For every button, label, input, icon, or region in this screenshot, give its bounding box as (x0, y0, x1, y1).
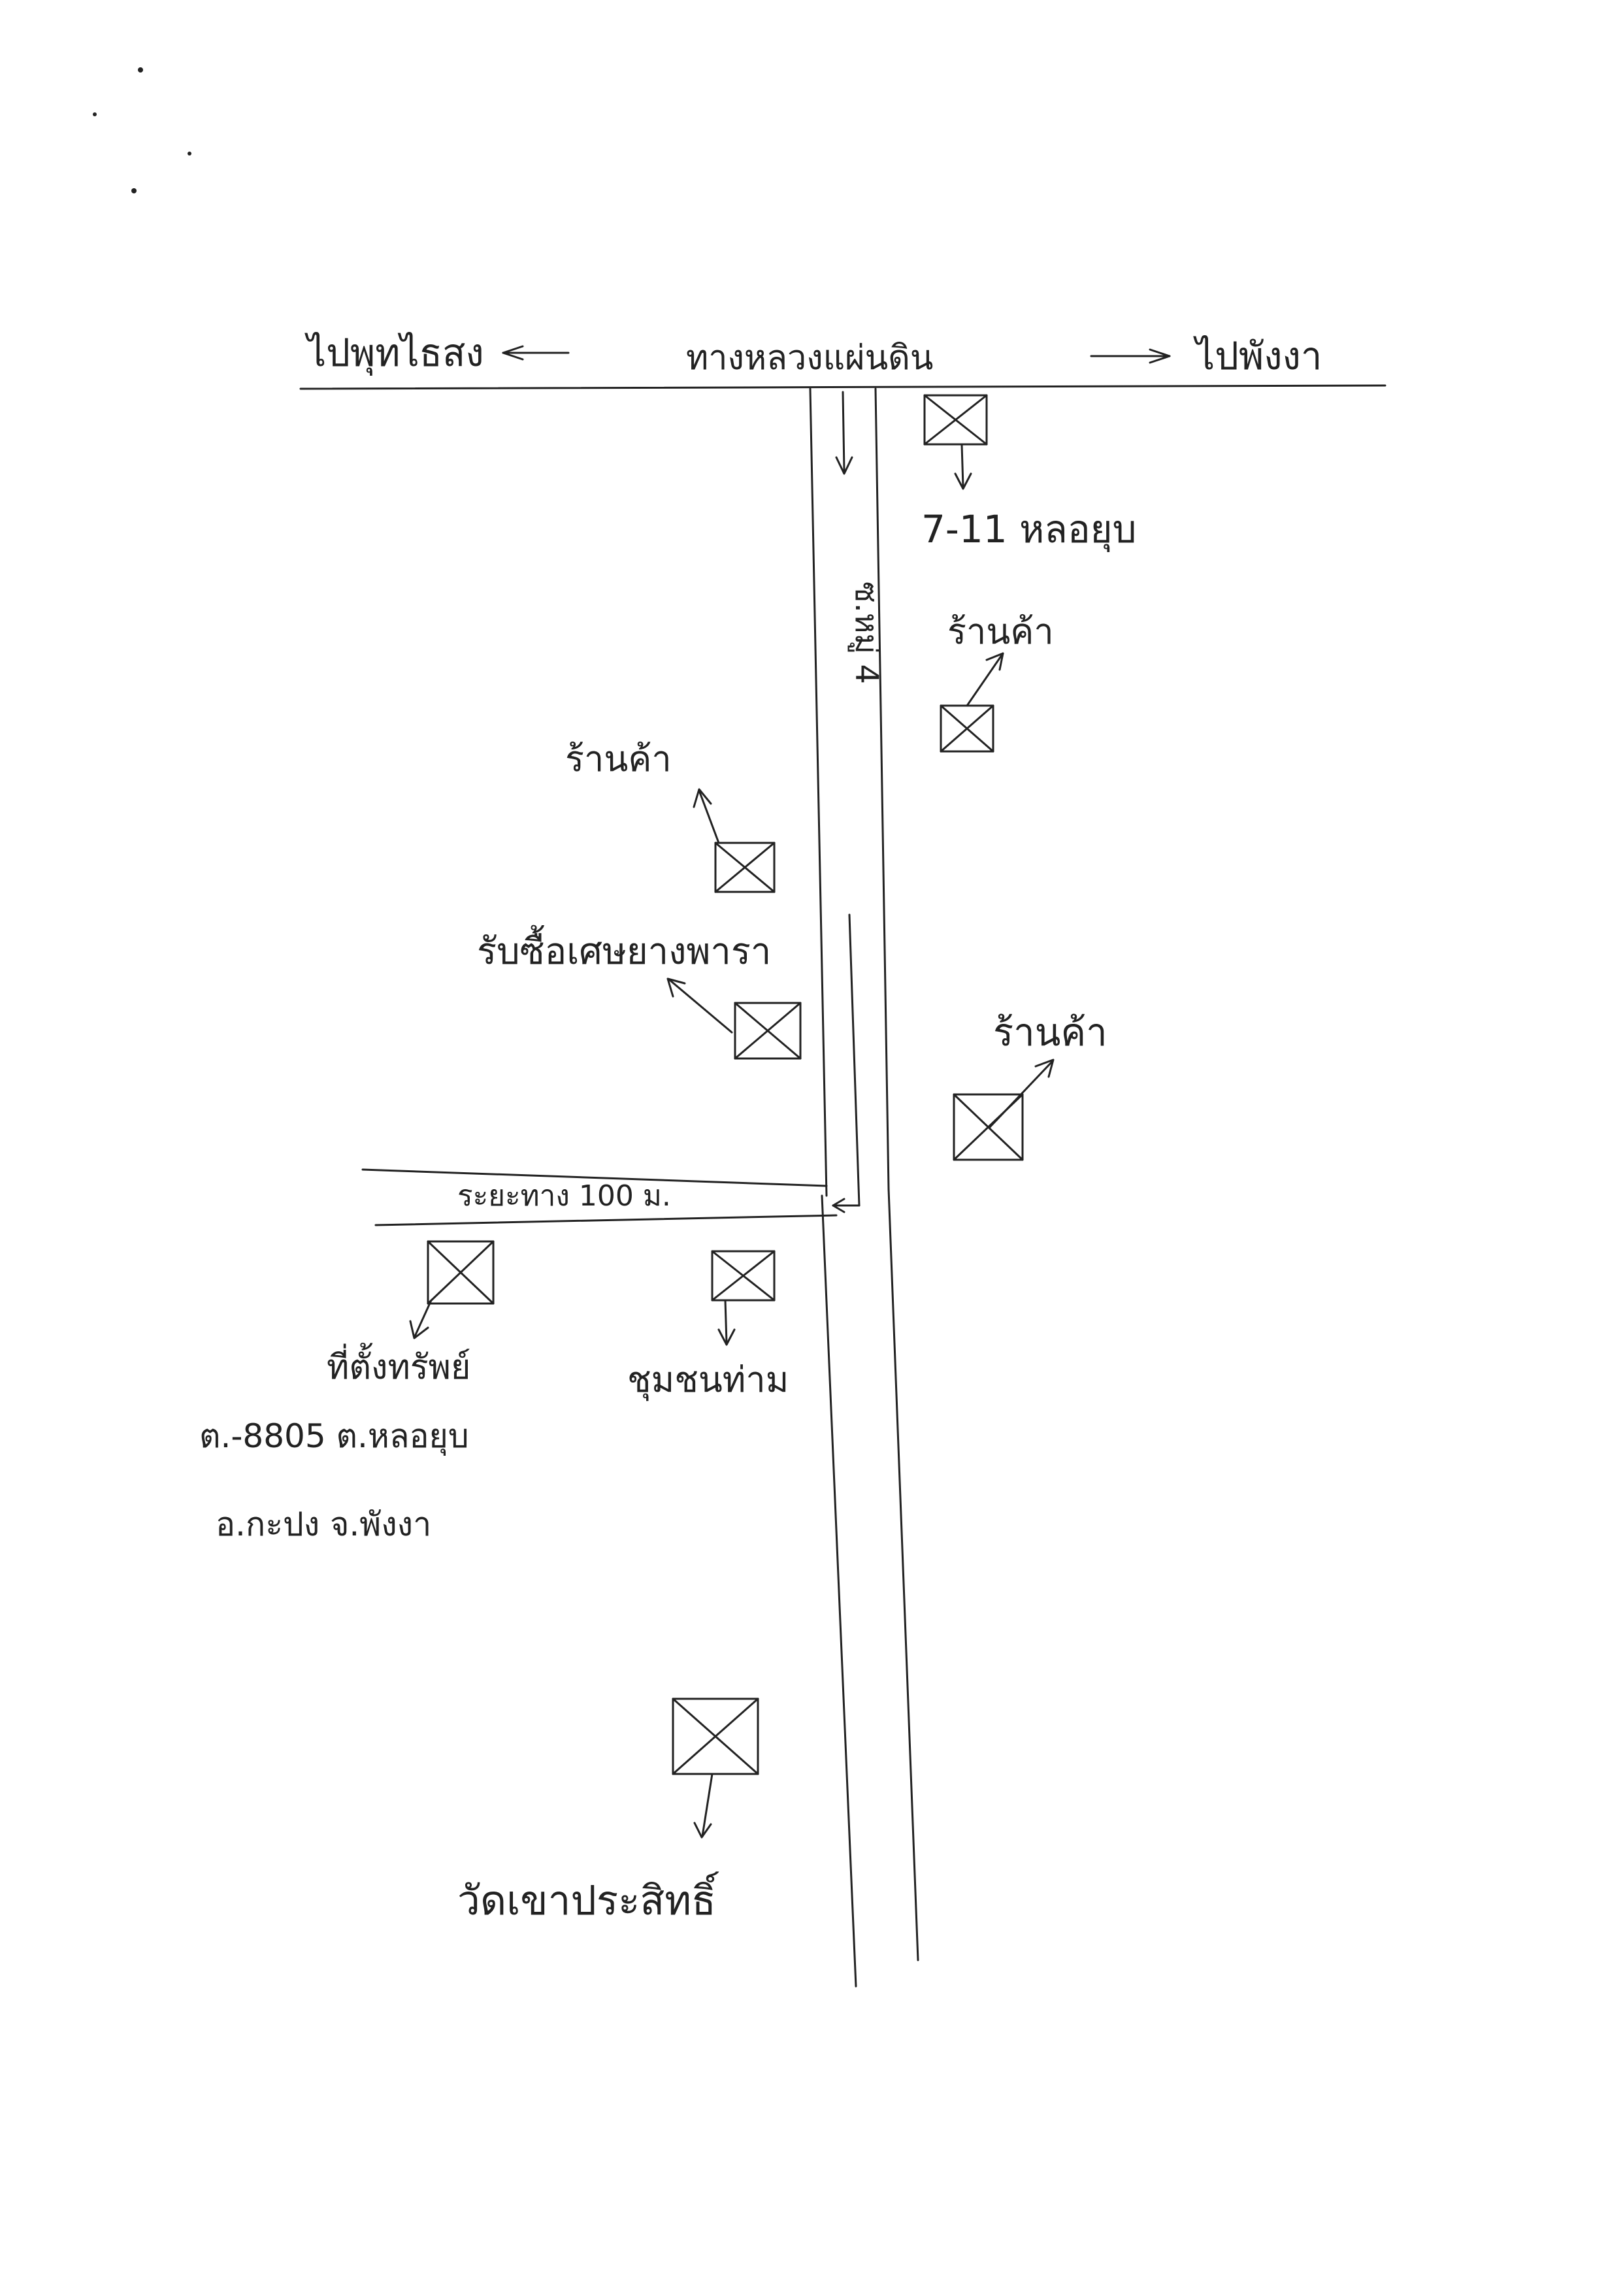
arrow-down-icon (835, 391, 853, 475)
label-shop-east-2: ร้านค้า (993, 1010, 1107, 1055)
arrow-east-icon (1090, 348, 1171, 364)
label-community: ชุมชนท่าม (627, 1359, 789, 1402)
label-main-road: ทางหลวงแผ่นดิน (686, 338, 933, 378)
label-to-east: ไปพังงา (1193, 334, 1322, 378)
label-shop-west: ร้านค้า (565, 738, 672, 779)
label-shop-east-1: ร้านค้า (947, 611, 1054, 652)
branch-road (361, 913, 861, 1226)
label-office-line3: อ.กะปง จ.พังงา (216, 1505, 431, 1543)
arrow-west-icon (502, 345, 570, 361)
building-box-icon (409, 394, 1055, 1839)
label-temple: วัดเขาประสิทธิ์ (457, 1871, 719, 1924)
label-side-road: ซ.หมู่ 4 (847, 582, 885, 684)
side-road (809, 387, 919, 1988)
label-distance: ระยะทาง 100 ม. (457, 1179, 671, 1213)
stray-dots (93, 67, 191, 193)
label-office-line1: ที่ตั้งทรัพย์ (327, 1343, 470, 1387)
label-office-line2: ต.-8805 ต.หลอยุบ (199, 1417, 469, 1456)
label-seven-eleven: 7-11 หลอยุบ (921, 507, 1136, 553)
main-road (299, 384, 1386, 390)
label-to-west: ไปพุทไธสง (304, 331, 484, 376)
label-rubber-buyer: รับซื้อเศษยางพารา (477, 925, 771, 973)
